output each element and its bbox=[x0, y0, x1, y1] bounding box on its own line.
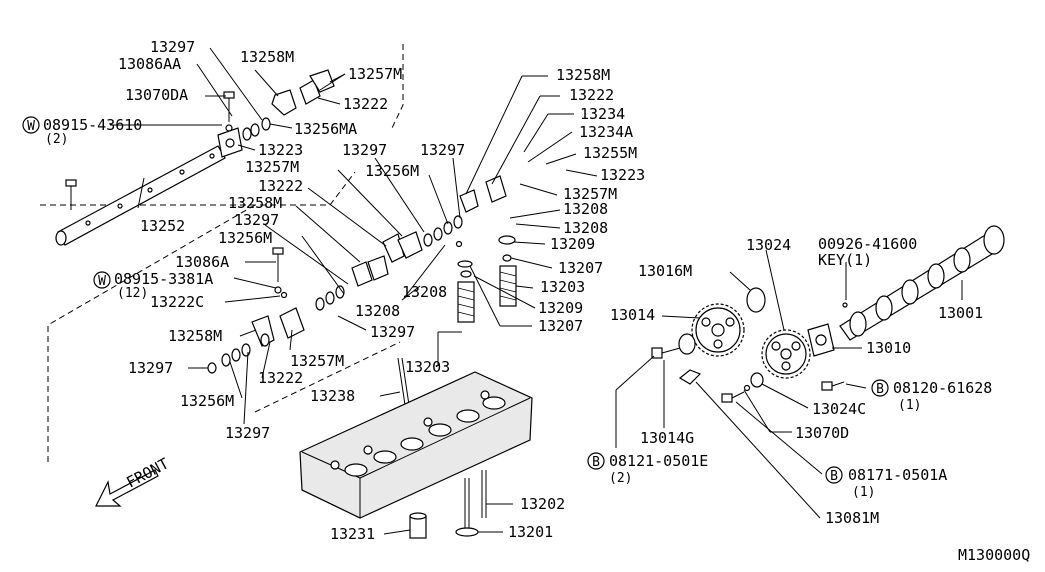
part-labels: 13297 13086AA 13258M 13257M 13070DA 1322… bbox=[43, 38, 1030, 564]
front-arrow bbox=[95, 469, 159, 507]
badges: W W B B B bbox=[22, 116, 889, 484]
label-13001: 13001 bbox=[938, 304, 983, 322]
label-13258M-a: 13258M bbox=[240, 48, 294, 66]
label-13256M-b: 13256M bbox=[218, 229, 272, 247]
badge-w-2: W bbox=[98, 274, 106, 289]
cylinder-head bbox=[299, 371, 533, 539]
label-13297-a: 13297 bbox=[150, 38, 195, 56]
label-qty-1-b: (1) bbox=[852, 485, 875, 500]
badge-b-3: B bbox=[830, 469, 838, 484]
label-13257M-a: 13257M bbox=[348, 65, 402, 83]
label-13234: 13234 bbox=[580, 105, 625, 123]
label-13024C: 13024C bbox=[812, 400, 866, 418]
label-13201: 13201 bbox=[508, 523, 553, 541]
label-08171-0501A: 08171-0501A bbox=[848, 466, 947, 484]
label-13010: 13010 bbox=[866, 339, 911, 357]
label-13297-e: 13297 bbox=[370, 323, 415, 341]
label-13202: 13202 bbox=[520, 495, 565, 513]
label-13252: 13252 bbox=[140, 217, 185, 235]
label-08915-43610: 08915-43610 bbox=[43, 116, 142, 134]
label-13231: 13231 bbox=[330, 525, 375, 543]
label-13086A: 13086A bbox=[175, 253, 229, 271]
leader-lines bbox=[110, 47, 963, 535]
label-13258M-d: 13258M bbox=[556, 66, 610, 84]
badge-w-1: W bbox=[27, 119, 35, 134]
label-13208-c: 13208 bbox=[563, 200, 608, 218]
label-13223-b: 13223 bbox=[600, 166, 645, 184]
badge-b-1: B bbox=[876, 382, 884, 397]
label-13256M-c: 13256M bbox=[180, 392, 234, 410]
group-outlines bbox=[40, 44, 404, 462]
label-13234A: 13234A bbox=[579, 123, 633, 141]
label-13024: 13024 bbox=[746, 236, 791, 254]
badge-b-2: B bbox=[592, 455, 600, 470]
label-13014: 13014 bbox=[610, 306, 655, 324]
label-13238: 13238 bbox=[310, 387, 355, 405]
label-13258M-b: 13258M bbox=[228, 194, 282, 212]
label-13223-a: 13223 bbox=[258, 141, 303, 159]
rocker-cluster-lower bbox=[207, 247, 389, 374]
label-13256MA: 13256MA bbox=[294, 120, 357, 138]
label-13086AA: 13086AA bbox=[118, 55, 181, 73]
label-08120-61628: 08120-61628 bbox=[893, 379, 992, 397]
label-13257M-d: 13257M bbox=[563, 185, 617, 203]
label-diagram-code: M130000Q bbox=[958, 546, 1030, 564]
label-13070D: 13070D bbox=[795, 424, 849, 442]
label-13222-c: 13222 bbox=[258, 369, 303, 387]
label-qty-1-a: (1) bbox=[898, 398, 921, 413]
label-13256M-a: 13256M bbox=[365, 162, 419, 180]
label-13014G: 13014G bbox=[640, 429, 694, 447]
label-13255M: 13255M bbox=[583, 144, 637, 162]
label-13222-b: 13222 bbox=[258, 177, 303, 195]
rocker-cluster-top bbox=[217, 69, 335, 158]
label-13297-d: 13297 bbox=[234, 211, 279, 229]
label-qty-12: (12) bbox=[117, 286, 148, 301]
rocker-cluster-middle bbox=[382, 175, 507, 263]
label-00926-41600: 00926-41600 bbox=[818, 235, 917, 253]
label-qty-2-a: (2) bbox=[45, 132, 68, 147]
label-13203-a: 13203 bbox=[405, 358, 450, 376]
label-qty-2-b: (2) bbox=[609, 471, 632, 486]
label-13208-a: 13208 bbox=[355, 302, 400, 320]
label-13209-a: 13209 bbox=[550, 235, 595, 253]
label-13203-b: 13203 bbox=[540, 278, 585, 296]
label-13208-b: 13208 bbox=[402, 283, 447, 301]
label-13016M: 13016M bbox=[638, 262, 692, 280]
label-13258M-c: 13258M bbox=[168, 327, 222, 345]
label-13207-b: 13207 bbox=[538, 317, 583, 335]
label-13297-c: 13297 bbox=[420, 141, 465, 159]
timing-assembly bbox=[651, 225, 1005, 403]
label-key-1: KEY(1) bbox=[818, 251, 872, 269]
label-13297-f: 13297 bbox=[128, 359, 173, 377]
label-13222C: 13222C bbox=[150, 293, 204, 311]
label-13208-d: 13208 bbox=[563, 219, 608, 237]
label-13222-d: 13222 bbox=[569, 86, 614, 104]
label-13209-b: 13209 bbox=[538, 299, 583, 317]
label-13297-g: 13297 bbox=[225, 424, 270, 442]
label-13081M: 13081M bbox=[825, 509, 879, 527]
label-13257M-c: 13257M bbox=[290, 352, 344, 370]
label-13070DA: 13070DA bbox=[125, 86, 188, 104]
rocker-shaft-13252 bbox=[55, 145, 226, 246]
label-08121-0501E: 08121-0501E bbox=[609, 452, 708, 470]
label-13297-b: 13297 bbox=[342, 141, 387, 159]
label-13207-a: 13207 bbox=[558, 259, 603, 277]
label-13222-a: 13222 bbox=[343, 95, 388, 113]
label-08915-3381A: 08915-3381A bbox=[114, 270, 213, 288]
label-front: FRONT bbox=[123, 454, 171, 491]
label-13257M-b: 13257M bbox=[245, 158, 299, 176]
